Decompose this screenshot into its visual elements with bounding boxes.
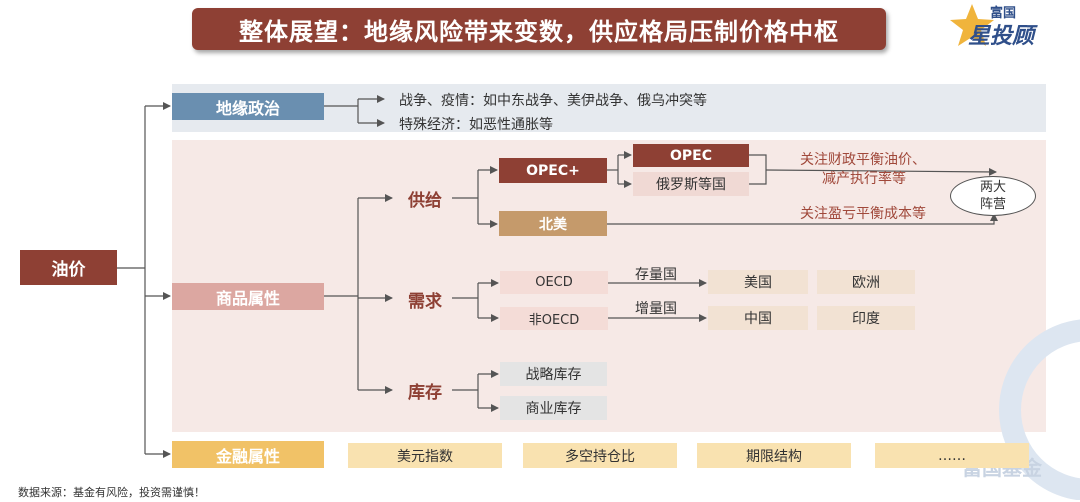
increment-country-label: 增量国 bbox=[635, 301, 677, 317]
oil-price-node: 油价 bbox=[20, 250, 117, 285]
russia-node: 俄罗斯等国 bbox=[633, 172, 749, 196]
logo-top-text: 富国 bbox=[990, 6, 1017, 21]
two-camps-line2: 阵营 bbox=[979, 197, 1006, 212]
brand-logo: 富国 星投顾 bbox=[946, 2, 1066, 49]
strategic-inventory-node: 战略库存 bbox=[500, 362, 607, 386]
two-camps-node: 两大 阵营 bbox=[950, 176, 1036, 216]
financial-node: 金融属性 bbox=[172, 441, 324, 468]
commercial-inventory-node: 商业库存 bbox=[500, 396, 607, 420]
geopolitics-node: 地缘政治 bbox=[172, 93, 324, 120]
us-node: 美国 bbox=[708, 270, 808, 294]
geo-item-economy: 特殊经济：如恶性通胀等 bbox=[399, 117, 553, 133]
geo-item-war: 战争、疫情：如中东战争、美伊战争、俄乌冲突等 bbox=[399, 93, 707, 109]
financial-item-position-ratio: 多空持仓比 bbox=[523, 443, 677, 468]
logo-bottom-text: 星投顾 bbox=[968, 24, 1035, 49]
page-title: 整体展望：地缘风险带来变数，供应格局压制价格中枢 bbox=[192, 8, 886, 50]
non-oecd-node: 非OECD bbox=[500, 307, 608, 330]
commodity-node: 商品属性 bbox=[172, 283, 324, 310]
source-note: 数据来源：基金有风险，投资需谨慎！ bbox=[18, 486, 205, 499]
two-camps-line1: 两大 bbox=[979, 180, 1006, 195]
cost-note: 关注盈亏平衡成本等 bbox=[800, 206, 926, 222]
oecd-node: OECD bbox=[500, 271, 608, 294]
fiscal-note-line2: 减产执行率等 bbox=[822, 171, 906, 187]
financial-item-term-structure: 期限结构 bbox=[697, 443, 851, 468]
star-logo-icon bbox=[950, 4, 994, 46]
fiscal-note-line1: 关注财政平衡油价、 bbox=[800, 152, 926, 168]
opec-node: OPEC bbox=[633, 144, 749, 167]
north-america-node: 北美 bbox=[499, 211, 607, 236]
demand-node: 需求 bbox=[408, 291, 442, 312]
financial-item-more: …… bbox=[875, 443, 1029, 468]
supply-node: 供给 bbox=[408, 190, 442, 211]
financial-item-dollar-index: 美元指数 bbox=[348, 443, 502, 468]
watermark-ring-icon bbox=[999, 319, 1080, 500]
inventory-node: 库存 bbox=[408, 382, 442, 403]
opec-plus-node: OPEC+ bbox=[499, 158, 607, 183]
china-node: 中国 bbox=[708, 306, 808, 330]
stock-country-label: 存量国 bbox=[635, 267, 677, 283]
europe-node: 欧洲 bbox=[817, 270, 915, 294]
india-node: 印度 bbox=[817, 306, 915, 330]
